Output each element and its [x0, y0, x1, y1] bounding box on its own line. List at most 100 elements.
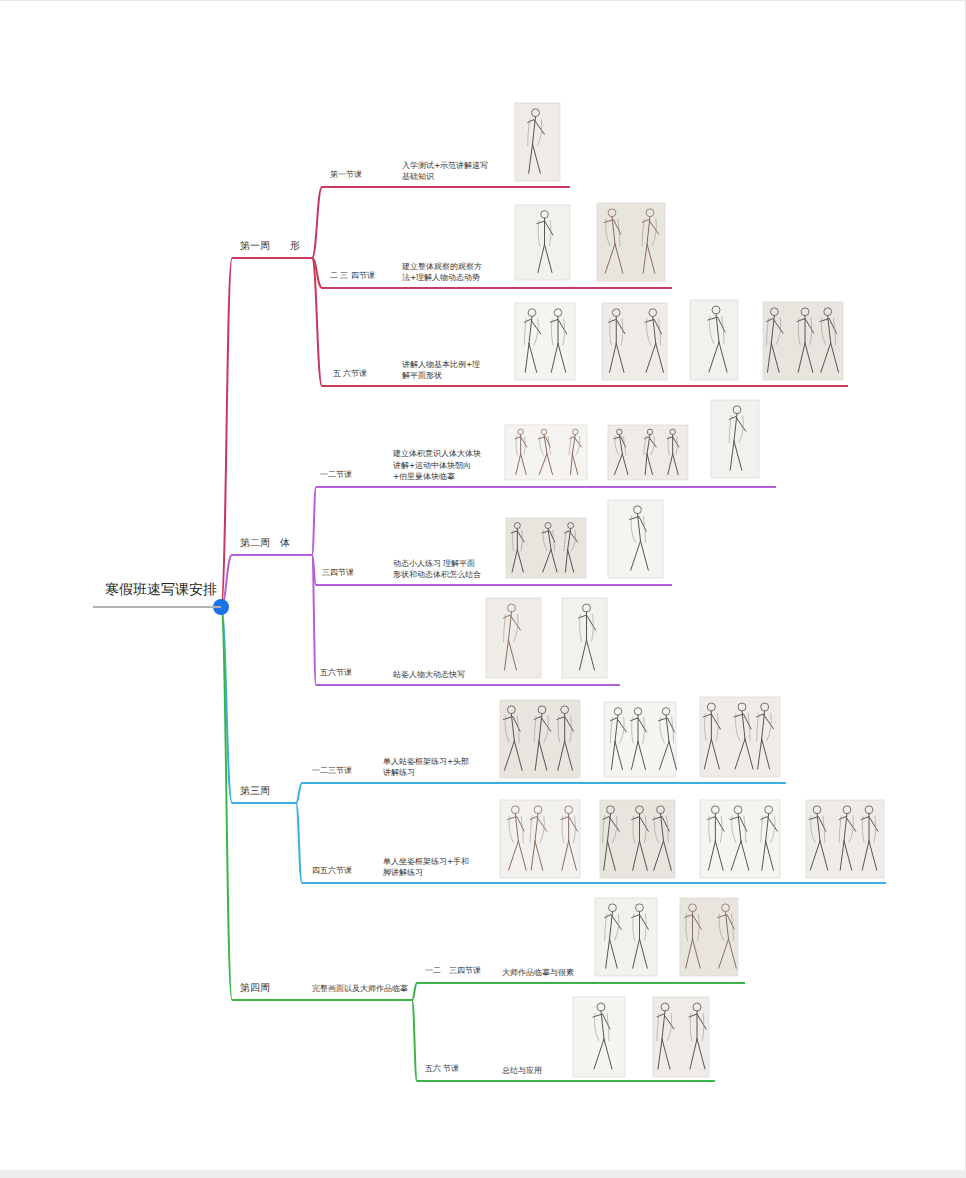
week-branch: 第一周 形 — [232, 237, 312, 259]
figure-contour — [540, 436, 551, 455]
figure-head — [761, 703, 769, 711]
figure-contour — [839, 816, 853, 843]
thumbnail-ground — [505, 425, 587, 480]
sketch-thumbnail — [597, 203, 665, 281]
figure-contour — [516, 436, 525, 455]
figure-head — [824, 308, 832, 316]
sketch-thumbnail — [653, 997, 709, 1077]
thumbnail-ground — [486, 598, 541, 678]
figure-head — [614, 708, 622, 716]
figure-head — [647, 429, 653, 435]
sketch-thumbnail — [690, 300, 738, 380]
figure-head — [532, 109, 540, 117]
lesson-description: 大师作品临摹与很素 — [502, 967, 592, 978]
figure-head — [770, 308, 778, 316]
lesson-branch: 二 三 四节课建立整体观察的观察方法+理解人物动态动势 — [322, 259, 672, 289]
sketch-thumbnail — [806, 800, 884, 878]
figure-strokes — [761, 814, 778, 871]
thumbnail-ground — [515, 205, 570, 280]
thumbnail-ground — [608, 500, 663, 578]
sketch-thumbnail — [608, 425, 688, 480]
sketch-thumbnail — [515, 303, 575, 380]
thumbnail-ground — [700, 800, 780, 878]
thumbnail-ground — [500, 800, 580, 878]
figure-head — [508, 604, 516, 612]
week-branch: 第三周 — [232, 782, 296, 804]
figure-contour — [524, 318, 538, 345]
figure-strokes — [757, 711, 774, 769]
figure-head — [689, 904, 697, 912]
figure-contour — [504, 614, 519, 642]
figure-contour — [543, 530, 555, 551]
branch-label: 第一周 形 — [240, 238, 300, 253]
week-branch: 第二周 体 — [232, 534, 312, 556]
figure-strokes — [609, 316, 625, 372]
branch-label: 第二周 体 — [240, 535, 290, 550]
figure-strokes — [631, 715, 647, 769]
root-topic: 寒假班速写课安排 — [93, 578, 221, 608]
figure-contour — [615, 436, 626, 455]
figure-contour — [632, 717, 645, 743]
thumbnail-ground — [763, 302, 843, 380]
figure-strokes — [614, 435, 628, 475]
thumbnail-ground — [604, 702, 676, 777]
sketch-thumbnail — [604, 702, 677, 777]
figure-contour — [569, 436, 580, 455]
figure-head — [528, 309, 536, 317]
figure-head — [634, 708, 642, 716]
figure-strokes — [734, 711, 753, 769]
sketch-thumbnail — [515, 205, 570, 280]
figure-head — [609, 904, 617, 912]
branch-label: 完整画面以及大师作品临摹 — [312, 983, 408, 994]
figure-head — [636, 806, 644, 814]
figure-head — [661, 1003, 669, 1011]
lesson-description: 入学测试+示范讲解速写基础知识 — [402, 160, 492, 183]
figure-head — [511, 806, 519, 814]
sketch-thumbnail — [602, 303, 667, 380]
figure-head — [514, 523, 520, 529]
branch-curve — [312, 487, 316, 555]
figure-head — [738, 703, 746, 711]
figure-contour — [606, 219, 620, 246]
figure-strokes — [667, 435, 679, 475]
branch-label: 五 六节课 — [333, 368, 367, 379]
thumbnail-ground — [700, 697, 780, 777]
sketch-thumbnail — [711, 400, 759, 478]
figure-contour — [811, 816, 825, 843]
figure-strokes — [561, 814, 578, 871]
figure-strokes — [504, 714, 523, 771]
figure-contour — [732, 816, 746, 843]
branch-curve — [296, 783, 302, 803]
branch-curve — [312, 187, 322, 258]
branch-label: 三四节课 — [322, 567, 354, 578]
sketch-thumbnail — [700, 800, 780, 878]
sketch-thumbnail — [700, 697, 780, 777]
figure-strokes — [524, 316, 540, 372]
figure-head — [608, 209, 616, 217]
branch-label: 第三周 — [240, 783, 270, 798]
week-branch: 完整画面以及大师作品临摹 — [308, 981, 412, 1001]
lesson-description: 总结与应用 — [502, 1065, 592, 1076]
figure-head — [649, 309, 657, 317]
figure-head — [711, 806, 719, 814]
sketch-thumbnail — [680, 898, 738, 976]
figure-head — [765, 806, 773, 814]
figure-strokes — [508, 814, 527, 871]
thumbnail-ground — [595, 898, 657, 976]
figure-head — [617, 429, 623, 435]
figure-strokes — [653, 814, 672, 871]
figure-head — [801, 308, 809, 316]
branch-curve — [312, 258, 322, 386]
figure-contour — [562, 816, 575, 843]
sketch-thumbnail — [486, 598, 541, 678]
lesson-description: 动态小人练习 理解平面形状和动态体积怎么结合 — [393, 558, 483, 581]
figure-contour — [530, 816, 544, 843]
figure-head — [612, 309, 620, 317]
branch-label: 二 三 四节课 — [330, 270, 375, 281]
figure-head — [813, 806, 821, 814]
figure-contour — [538, 220, 551, 246]
thumbnail-ground — [806, 800, 884, 878]
figure-head — [657, 806, 665, 814]
figure-head — [583, 604, 591, 612]
branch-curve — [412, 983, 417, 1000]
